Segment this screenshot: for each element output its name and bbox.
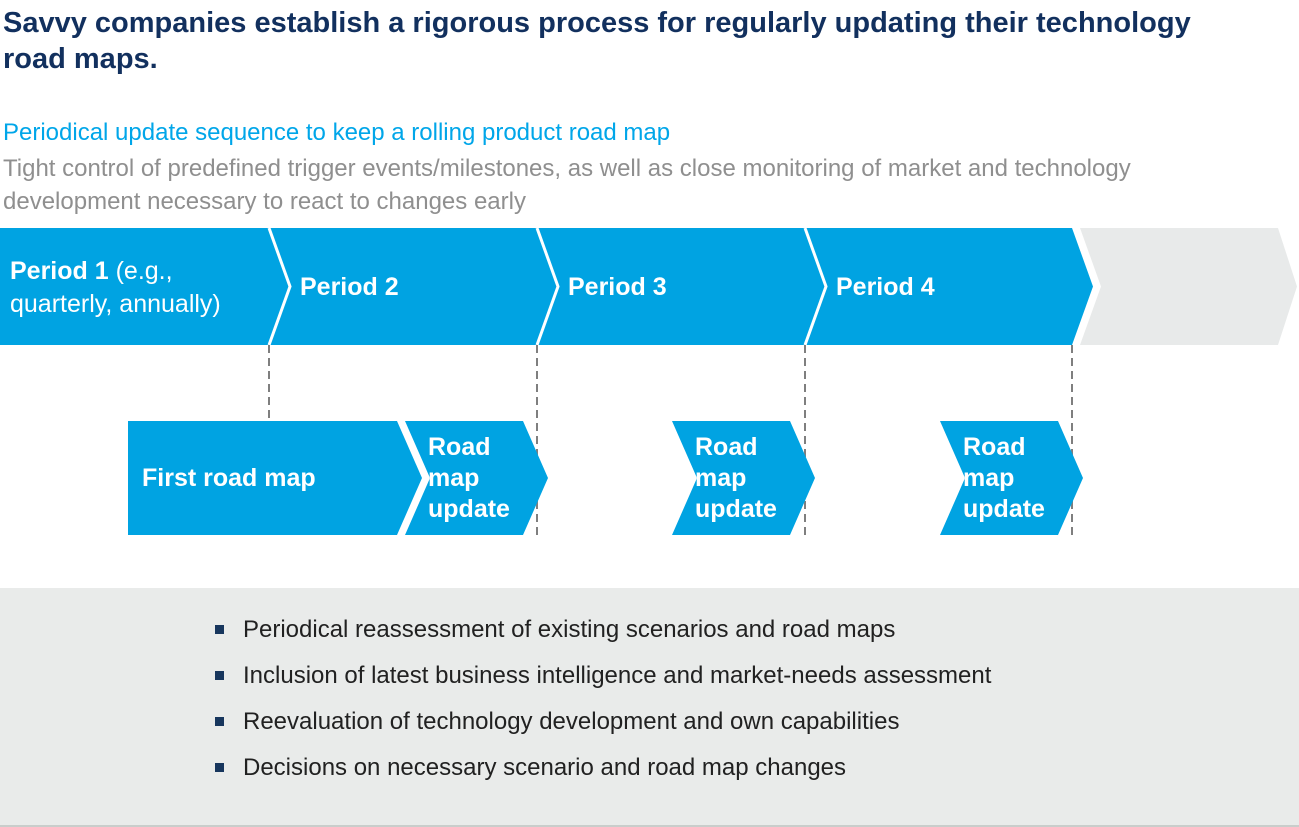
period-separator-3 [803, 228, 828, 345]
list-item: Inclusion of latest business intelligenc… [215, 663, 991, 689]
road-map-update-label: Road map update [428, 432, 510, 523]
period-1-label-bold: Period 1 [10, 257, 109, 285]
bullet-square-icon [215, 671, 224, 680]
period-3-label: Period 3 [568, 273, 667, 301]
road-map-update-label: Road map update [695, 432, 777, 523]
page-title: Savvy companies establish a rigorous pro… [3, 7, 1191, 75]
dashed-dropline-4 [1071, 345, 1073, 540]
dashed-dropline-2 [536, 345, 538, 540]
period-separator-2 [535, 228, 560, 345]
period-2-label: Period 2 [300, 273, 399, 301]
period-1-label: Period 1 (e.g., quarterly, annually) [10, 255, 260, 321]
list-item: Decisions on necessary scenario and road… [215, 755, 991, 781]
note-text: Reevaluation of technology development a… [243, 708, 900, 735]
timeline-gray-tail-chevron [1080, 228, 1297, 345]
notes-list: Periodical reassessment of existing scen… [215, 617, 991, 801]
note-text: Inclusion of latest business intelligenc… [243, 662, 992, 689]
list-item: Reevaluation of technology development a… [215, 709, 991, 735]
road-map-update-chevron-2: Road map update [672, 421, 815, 535]
bullet-square-icon [215, 625, 224, 634]
road-map-update-chevron-1: Road map update [405, 421, 548, 535]
kicker-subtitle: Periodical update sequence to keep a rol… [3, 119, 671, 146]
bullet-square-icon [215, 717, 224, 726]
notes-panel: Periodical reassessment of existing scen… [0, 588, 1299, 825]
period-1-label-note: (e.g., quarterly, annually) [10, 257, 221, 318]
period-4-label: Period 4 [836, 273, 935, 301]
dashed-dropline-1 [268, 345, 270, 421]
intro-paragraph: Tight control of predefined trigger even… [3, 155, 1131, 215]
dashed-dropline-3 [804, 345, 806, 540]
timeline-bar: Period 1 (e.g., quarterly, annually) Per… [0, 228, 1299, 345]
period-separator-1 [267, 228, 292, 345]
road-map-update-label: Road map update [963, 432, 1045, 523]
timeline-bar-shapes [0, 228, 1297, 345]
first-road-map-label: First road map [142, 463, 316, 492]
note-text: Decisions on necessary scenario and road… [243, 754, 847, 781]
note-text: Periodical reassessment of existing scen… [243, 616, 896, 643]
first-road-map-arrow: First road map [128, 421, 422, 535]
road-map-update-chevron-3: Road map update [940, 421, 1083, 535]
list-item: Periodical reassessment of existing scen… [215, 617, 991, 643]
bullet-square-icon [215, 763, 224, 772]
timeline-blue-chevron [0, 228, 1093, 345]
